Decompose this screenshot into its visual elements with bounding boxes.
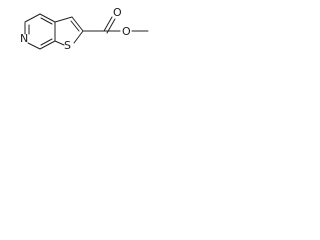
bond-c2-c7 [24, 13, 41, 23]
bond-c6-c3 [54, 16, 73, 23]
atom-label-o-carbonyl: O [113, 6, 122, 19]
bond-s-c5 [54, 40, 65, 46]
bond-c2t-s [73, 30, 84, 44]
atom-label-n: N [20, 32, 28, 45]
molecule-structure: N S O O [20, 6, 149, 52]
bond-c5-c4-inner [40, 38, 53, 46]
atom-label-o-ester: O [122, 25, 131, 38]
atom-label-s: S [64, 39, 71, 52]
bond-c7-c6 [39, 13, 56, 23]
bond-c5-c4 [39, 40, 56, 50]
bond-c3-c2t-inner [70, 20, 80, 32]
bond-c7-c6-inner [40, 17, 53, 25]
bond-c4-n [27, 42, 41, 50]
bond-carbonyl-double-1 [103, 16, 113, 32]
bond-c3-c2t [71, 16, 84, 32]
structure-canvas: N S O O [0, 0, 194, 88]
